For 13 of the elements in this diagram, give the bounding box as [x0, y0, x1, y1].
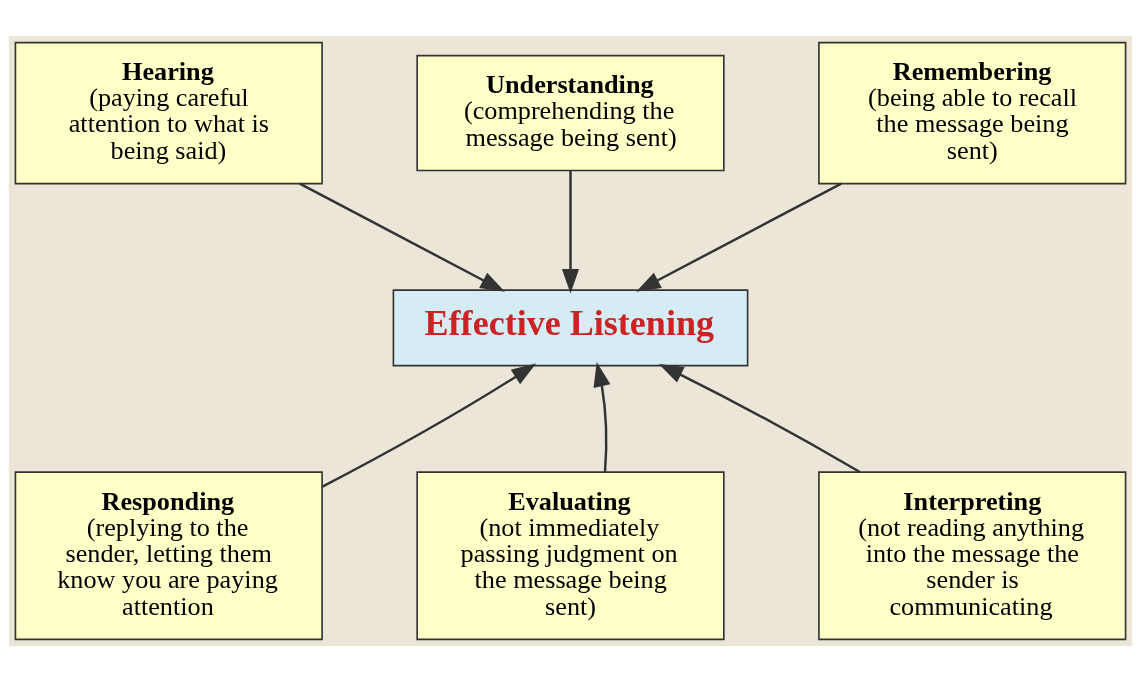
arrow	[593, 361, 611, 472]
arrow	[636, 182, 842, 292]
node-box: Hearing (paying careful attention to what is being said)	[14, 41, 323, 184]
node-box: Remembering (being able to recall the message being sent)	[818, 41, 1127, 184]
node-box: Evaluating (not immediately passing judgment on the message being sent)	[416, 470, 725, 640]
node-box: Effective Listening	[392, 288, 749, 366]
node-box: Responding (replying to the sender, letting them know you are paying attention	[14, 470, 323, 640]
node-box: Interpreting (not reading anything into the message the sender is communicating	[818, 470, 1127, 640]
arrow	[299, 182, 505, 292]
arrow	[561, 170, 580, 294]
arrow	[321, 363, 537, 488]
node-box: Understanding (comprehending the message being sent)	[416, 54, 725, 171]
arrow	[658, 363, 861, 473]
